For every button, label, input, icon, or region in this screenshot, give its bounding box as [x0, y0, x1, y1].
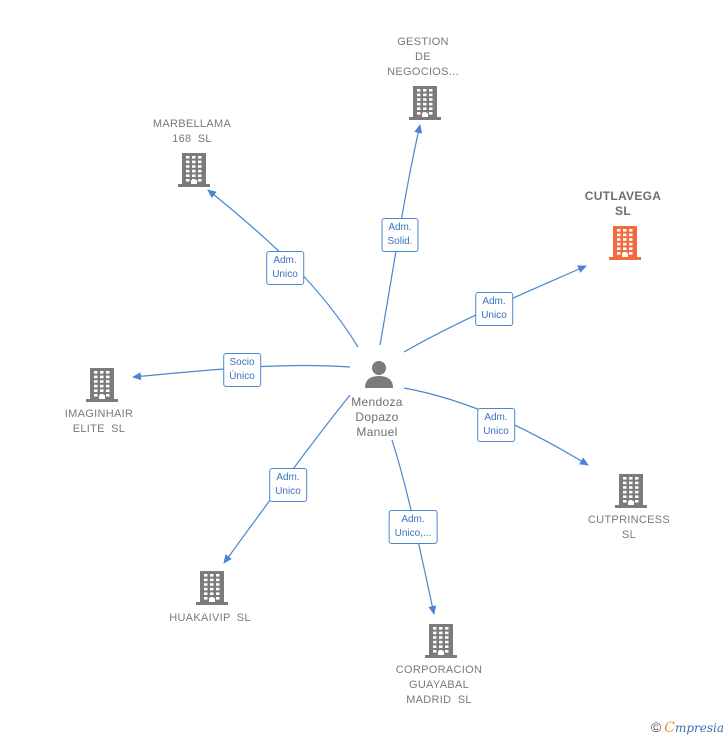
person-name-line: Manuel — [356, 425, 398, 439]
person-icon[interactable] — [364, 359, 394, 389]
brand-logo-initial: C — [664, 720, 675, 736]
company-label-imaginhair[interactable]: IMAGINHAIR ELITE SL — [65, 407, 133, 437]
edge-label-line: Único — [229, 371, 255, 382]
building-icon[interactable] — [178, 153, 210, 187]
company-label-line: MADRID SL — [406, 694, 472, 706]
edge-label-line: Unico — [272, 269, 298, 280]
building-icon[interactable] — [425, 624, 457, 658]
company-label-line: CUTPRINCESS — [587, 514, 671, 526]
company-label-cutlavega[interactable]: CUTLAVEGA SL — [585, 189, 661, 219]
company-label-marbellama[interactable]: MARBELLAMA 168 SL — [153, 117, 231, 147]
building-icon[interactable] — [609, 226, 641, 260]
company-label-line: CUTLAVEGA — [584, 189, 662, 203]
building-icon[interactable] — [196, 571, 228, 605]
company-label-line: SL — [621, 529, 637, 541]
building-icon[interactable] — [615, 474, 647, 508]
edge-label-line: Unico — [483, 426, 509, 437]
edge-label-line: Solid. — [387, 236, 413, 247]
person-name-line: Dopazo — [355, 410, 399, 424]
edge-label-line: Unico — [275, 486, 301, 497]
company-label-corporacion[interactable]: CORPORACION GUAYABAL MADRID SL — [396, 663, 482, 708]
edge-label-line: Socio — [229, 357, 255, 368]
footer-brand: ©Cmpresia — [651, 719, 724, 736]
company-label-line: HUAKAIVIP SL — [169, 612, 251, 624]
edge-label-line: Adm. — [273, 255, 297, 266]
company-label-line: IMAGINHAIR — [64, 408, 134, 420]
copyright-icon: © — [650, 719, 662, 735]
company-label-line: GESTION — [397, 36, 449, 48]
edge-label-marbellama[interactable]: Adm. Unico — [266, 251, 304, 285]
edge-label-line: Adm. — [401, 514, 425, 525]
building-icon[interactable] — [86, 368, 118, 402]
company-label-line: GUAYABAL — [408, 679, 470, 691]
building-icon[interactable] — [409, 86, 441, 120]
edge-label-line: Adm. — [276, 472, 300, 483]
person-name[interactable]: Mendoza Dopazo Manuel — [351, 395, 402, 440]
edge-label-huakaivip[interactable]: Adm. Unico — [269, 468, 307, 502]
edge-label-line: Unico,... — [394, 528, 432, 539]
person-name-line: Mendoza — [351, 395, 403, 409]
company-label-huakaivip[interactable]: HUAKAIVIP SL — [169, 611, 251, 626]
company-label-line: CORPORACION — [395, 664, 483, 676]
edge-label-line: Adm. — [388, 222, 412, 233]
edge-label-imaginhair[interactable]: Socio Único — [223, 353, 261, 387]
company-label-line: MARBELLAMA — [152, 118, 232, 130]
edge-label-gestion[interactable]: Adm. Solid. — [381, 218, 419, 252]
edge-label-cutprincess[interactable]: Adm. Unico — [477, 408, 515, 442]
edge-label-line: Adm. — [482, 296, 506, 307]
edge-label-line: Unico — [481, 310, 507, 321]
company-label-line: 168 SL — [172, 133, 212, 145]
company-label-line: SL — [615, 204, 631, 218]
edge-label-cutlavega[interactable]: Adm. Unico — [475, 292, 513, 326]
company-label-cutprincess[interactable]: CUTPRINCESS SL — [588, 513, 670, 543]
company-label-line: NEGOCIOS... — [387, 66, 459, 78]
company-label-line: DE — [415, 51, 431, 63]
edge-label-line: Adm. — [484, 412, 508, 423]
company-label-line: ELITE SL — [72, 423, 126, 435]
edge-label-corporacion[interactable]: Adm. Unico,... — [388, 510, 438, 544]
company-label-gestion[interactable]: GESTION DE NEGOCIOS... — [387, 35, 459, 80]
brand-logo: mpresia — [674, 721, 724, 735]
